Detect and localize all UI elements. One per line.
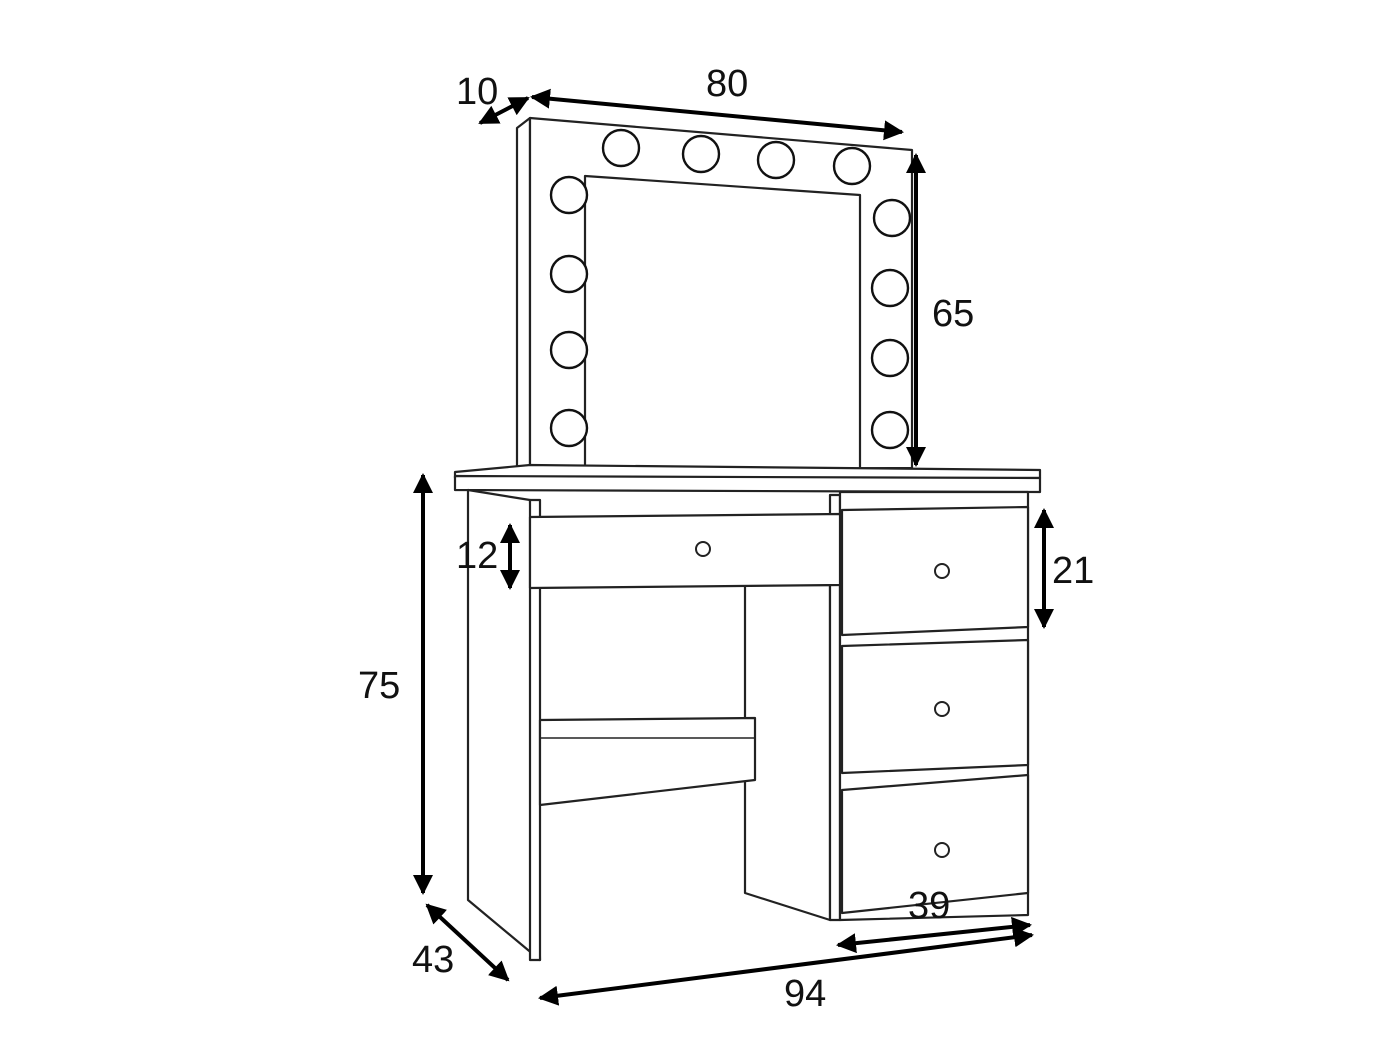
label-mirror-width: 80 [706, 63, 748, 105]
bulb-icon [832, 146, 872, 186]
knob-icon [934, 701, 950, 717]
label-mirror-depth: 10 [456, 71, 498, 113]
bulb-icon [549, 175, 589, 215]
knob-icon [934, 563, 950, 579]
mirror [515, 116, 914, 472]
bulb-icon [872, 198, 912, 238]
dim-arrow-mirror-width [530, 88, 904, 141]
dim-arrow-depth [425, 903, 510, 982]
bulb-icon [756, 140, 796, 180]
table [453, 463, 1042, 962]
footrest [538, 716, 757, 807]
center-panel [743, 583, 832, 922]
bulb-icon [601, 128, 641, 168]
mirror-glass [583, 174, 862, 472]
dim-arrow-mirror-depth [478, 96, 530, 125]
bulb-icon [549, 254, 589, 294]
label-top-drawer-height: 12 [456, 535, 498, 577]
label-width: 94 [784, 973, 826, 1015]
label-side-drawer-height: 21 [1052, 550, 1094, 592]
bulb-icon [870, 338, 910, 378]
bulb-icon [549, 330, 589, 370]
bulb-icon [681, 134, 721, 174]
top-drawer [528, 512, 842, 590]
label-drawer-unit-width: 39 [908, 885, 950, 927]
dimension-lines [413, 88, 1054, 1006]
bulb-icon [870, 268, 910, 308]
dim-arrow-drawer-unit [836, 916, 1032, 954]
dimension-labels: 10 80 65 75 12 21 43 94 39 [358, 63, 1094, 1015]
table-top-edge [453, 474, 1042, 494]
label-table-height: 75 [358, 665, 400, 707]
bulb-icon [549, 408, 589, 448]
drawer-3 [840, 773, 1030, 915]
label-mirror-height: 65 [932, 293, 974, 335]
bulb-icon [870, 410, 910, 450]
knob-icon [934, 842, 950, 858]
knob-icon [695, 541, 711, 557]
label-depth: 43 [412, 939, 454, 981]
